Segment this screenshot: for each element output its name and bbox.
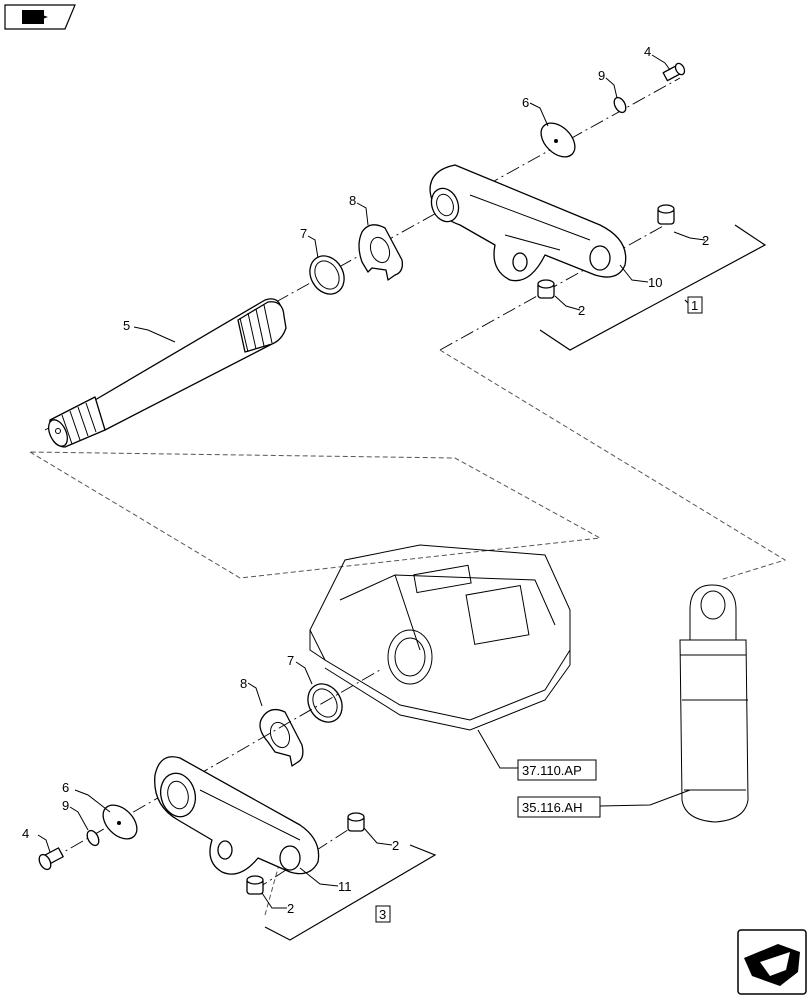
upper-lift-arm xyxy=(429,164,627,282)
callout-6-top: 6 xyxy=(522,95,529,110)
callout-5: 5 xyxy=(123,318,130,333)
book-arrow-icon[interactable] xyxy=(4,4,76,30)
callout-2-c: 2 xyxy=(392,838,399,853)
reference-box-housing[interactable]: 37.110.AP xyxy=(517,759,597,781)
assembly-box-upper: 1 xyxy=(687,296,703,314)
callout-8-bottom: 8 xyxy=(240,676,247,691)
upper-assembly-bracket xyxy=(539,224,767,351)
hydraulic-lift-housing xyxy=(309,544,571,731)
callout-2-b: 2 xyxy=(578,303,585,318)
assembly-box-lower: 3 xyxy=(375,905,391,923)
callout-9-top: 9 xyxy=(598,68,605,83)
disc-bottom xyxy=(102,804,138,840)
bolt-bottom xyxy=(38,847,64,871)
callout-4-bottom: 4 xyxy=(22,826,29,841)
reference-box-cylinder[interactable]: 35.116.AH xyxy=(517,796,601,818)
pin-lower-left xyxy=(246,875,264,895)
pin-lower-right xyxy=(347,812,365,832)
callout-11: 11 xyxy=(338,879,352,894)
lower-pin-axis-line xyxy=(254,821,361,891)
callout-7-top: 7 xyxy=(300,226,307,241)
leader-lines xyxy=(37,54,706,909)
shaft-to-housing-dash xyxy=(29,451,602,579)
lower-lift-arm xyxy=(154,756,320,875)
snap-ring-bottom xyxy=(307,683,343,723)
callout-9-bottom: 9 xyxy=(62,798,69,813)
svg-text:37.110.AP: 37.110.AP xyxy=(522,763,582,778)
callout-2-d: 2 xyxy=(287,901,294,916)
svg-text:1: 1 xyxy=(691,298,698,313)
lock-plate-bottom xyxy=(259,708,304,767)
svg-text:3: 3 xyxy=(379,907,386,922)
next-page-arrow-icon[interactable] xyxy=(737,929,807,995)
callout-7-bottom: 7 xyxy=(287,653,294,668)
arm-to-cylinder-dash xyxy=(439,349,787,581)
callout-2-a: 2 xyxy=(702,233,709,248)
callout-8-top: 8 xyxy=(349,193,356,208)
splined-shaft xyxy=(47,298,287,448)
lower-assembly-bracket xyxy=(264,844,437,941)
bolt-top xyxy=(662,62,686,82)
callout-4-top: 4 xyxy=(644,44,651,59)
lower-axis-line xyxy=(49,669,381,861)
washer-top xyxy=(613,96,627,114)
pin-upper-right xyxy=(657,204,675,225)
lock-plate-top xyxy=(358,224,403,281)
disc-top xyxy=(540,122,576,158)
svg-text:35.116.AH: 35.116.AH xyxy=(522,800,582,815)
callout-10: 10 xyxy=(648,275,662,290)
washer-bottom xyxy=(86,829,100,847)
pin-upper-left xyxy=(537,279,555,299)
snap-ring-top xyxy=(309,255,345,295)
lift-cylinder xyxy=(679,584,749,823)
callout-6-bottom: 6 xyxy=(62,780,69,795)
